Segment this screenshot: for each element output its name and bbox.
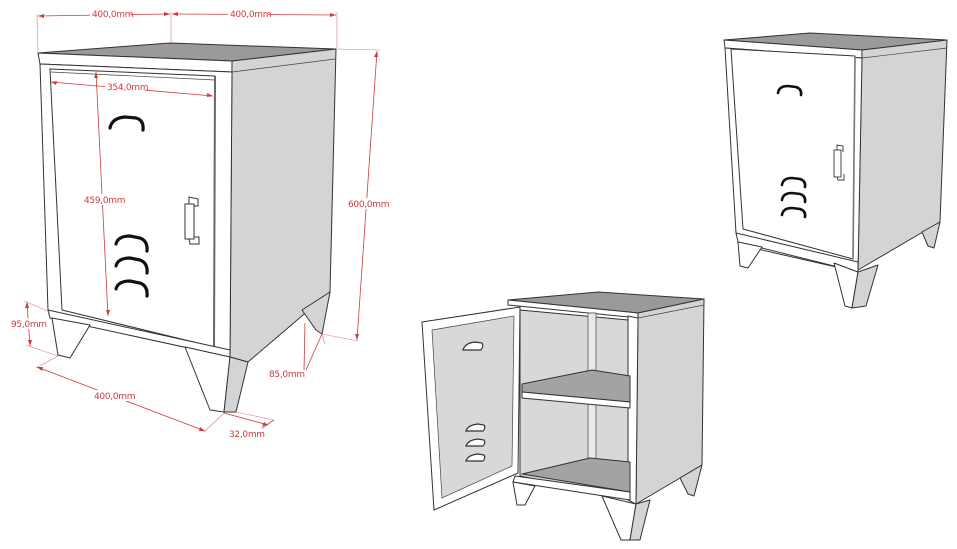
dim-total-height: 600,0mm	[348, 200, 389, 210]
open-door-view	[421, 291, 705, 541]
open-vent-slot-3	[465, 453, 486, 462]
open-vent-slot-top	[462, 341, 484, 351]
dimensioned-view: 400,0mm 400,0mm 354,0mm 459,0mm 600,0mm …	[10, 8, 390, 440]
dim-width-top: 400,0mm	[92, 10, 133, 20]
dim-leg-width: 32,0mm	[229, 430, 265, 440]
vent-slot-1	[114, 234, 149, 253]
closed-vent-slot-3	[780, 206, 807, 219]
interior-bottom	[521, 457, 631, 493]
closed-vent-slot-2	[780, 191, 807, 204]
dim-depth-top: 400,0mm	[230, 10, 271, 20]
dim-door-width: 354,0mm	[107, 83, 148, 93]
dim-width-bottom: 400,0mm	[94, 392, 135, 402]
vent-slot-top	[108, 115, 145, 132]
closed-view	[723, 32, 948, 309]
door-handle	[184, 196, 200, 245]
open-vent-slot-1	[465, 423, 486, 432]
vent-slot-2	[114, 256, 149, 275]
dim-leg-height-side: 85,0mm	[269, 370, 305, 380]
leg-front-right	[184, 346, 231, 413]
closed-vent-slot-top	[776, 84, 803, 97]
leg-front-left	[51, 317, 91, 359]
open-vent-slot-2	[465, 438, 486, 447]
dim-door-height: 459,0mm	[84, 196, 125, 206]
closed-vent-slot-1	[780, 176, 807, 189]
dim-leg-height-front: 95,0mm	[11, 320, 47, 330]
closed-door-handle	[833, 144, 845, 181]
vent-slot-3	[114, 279, 149, 298]
